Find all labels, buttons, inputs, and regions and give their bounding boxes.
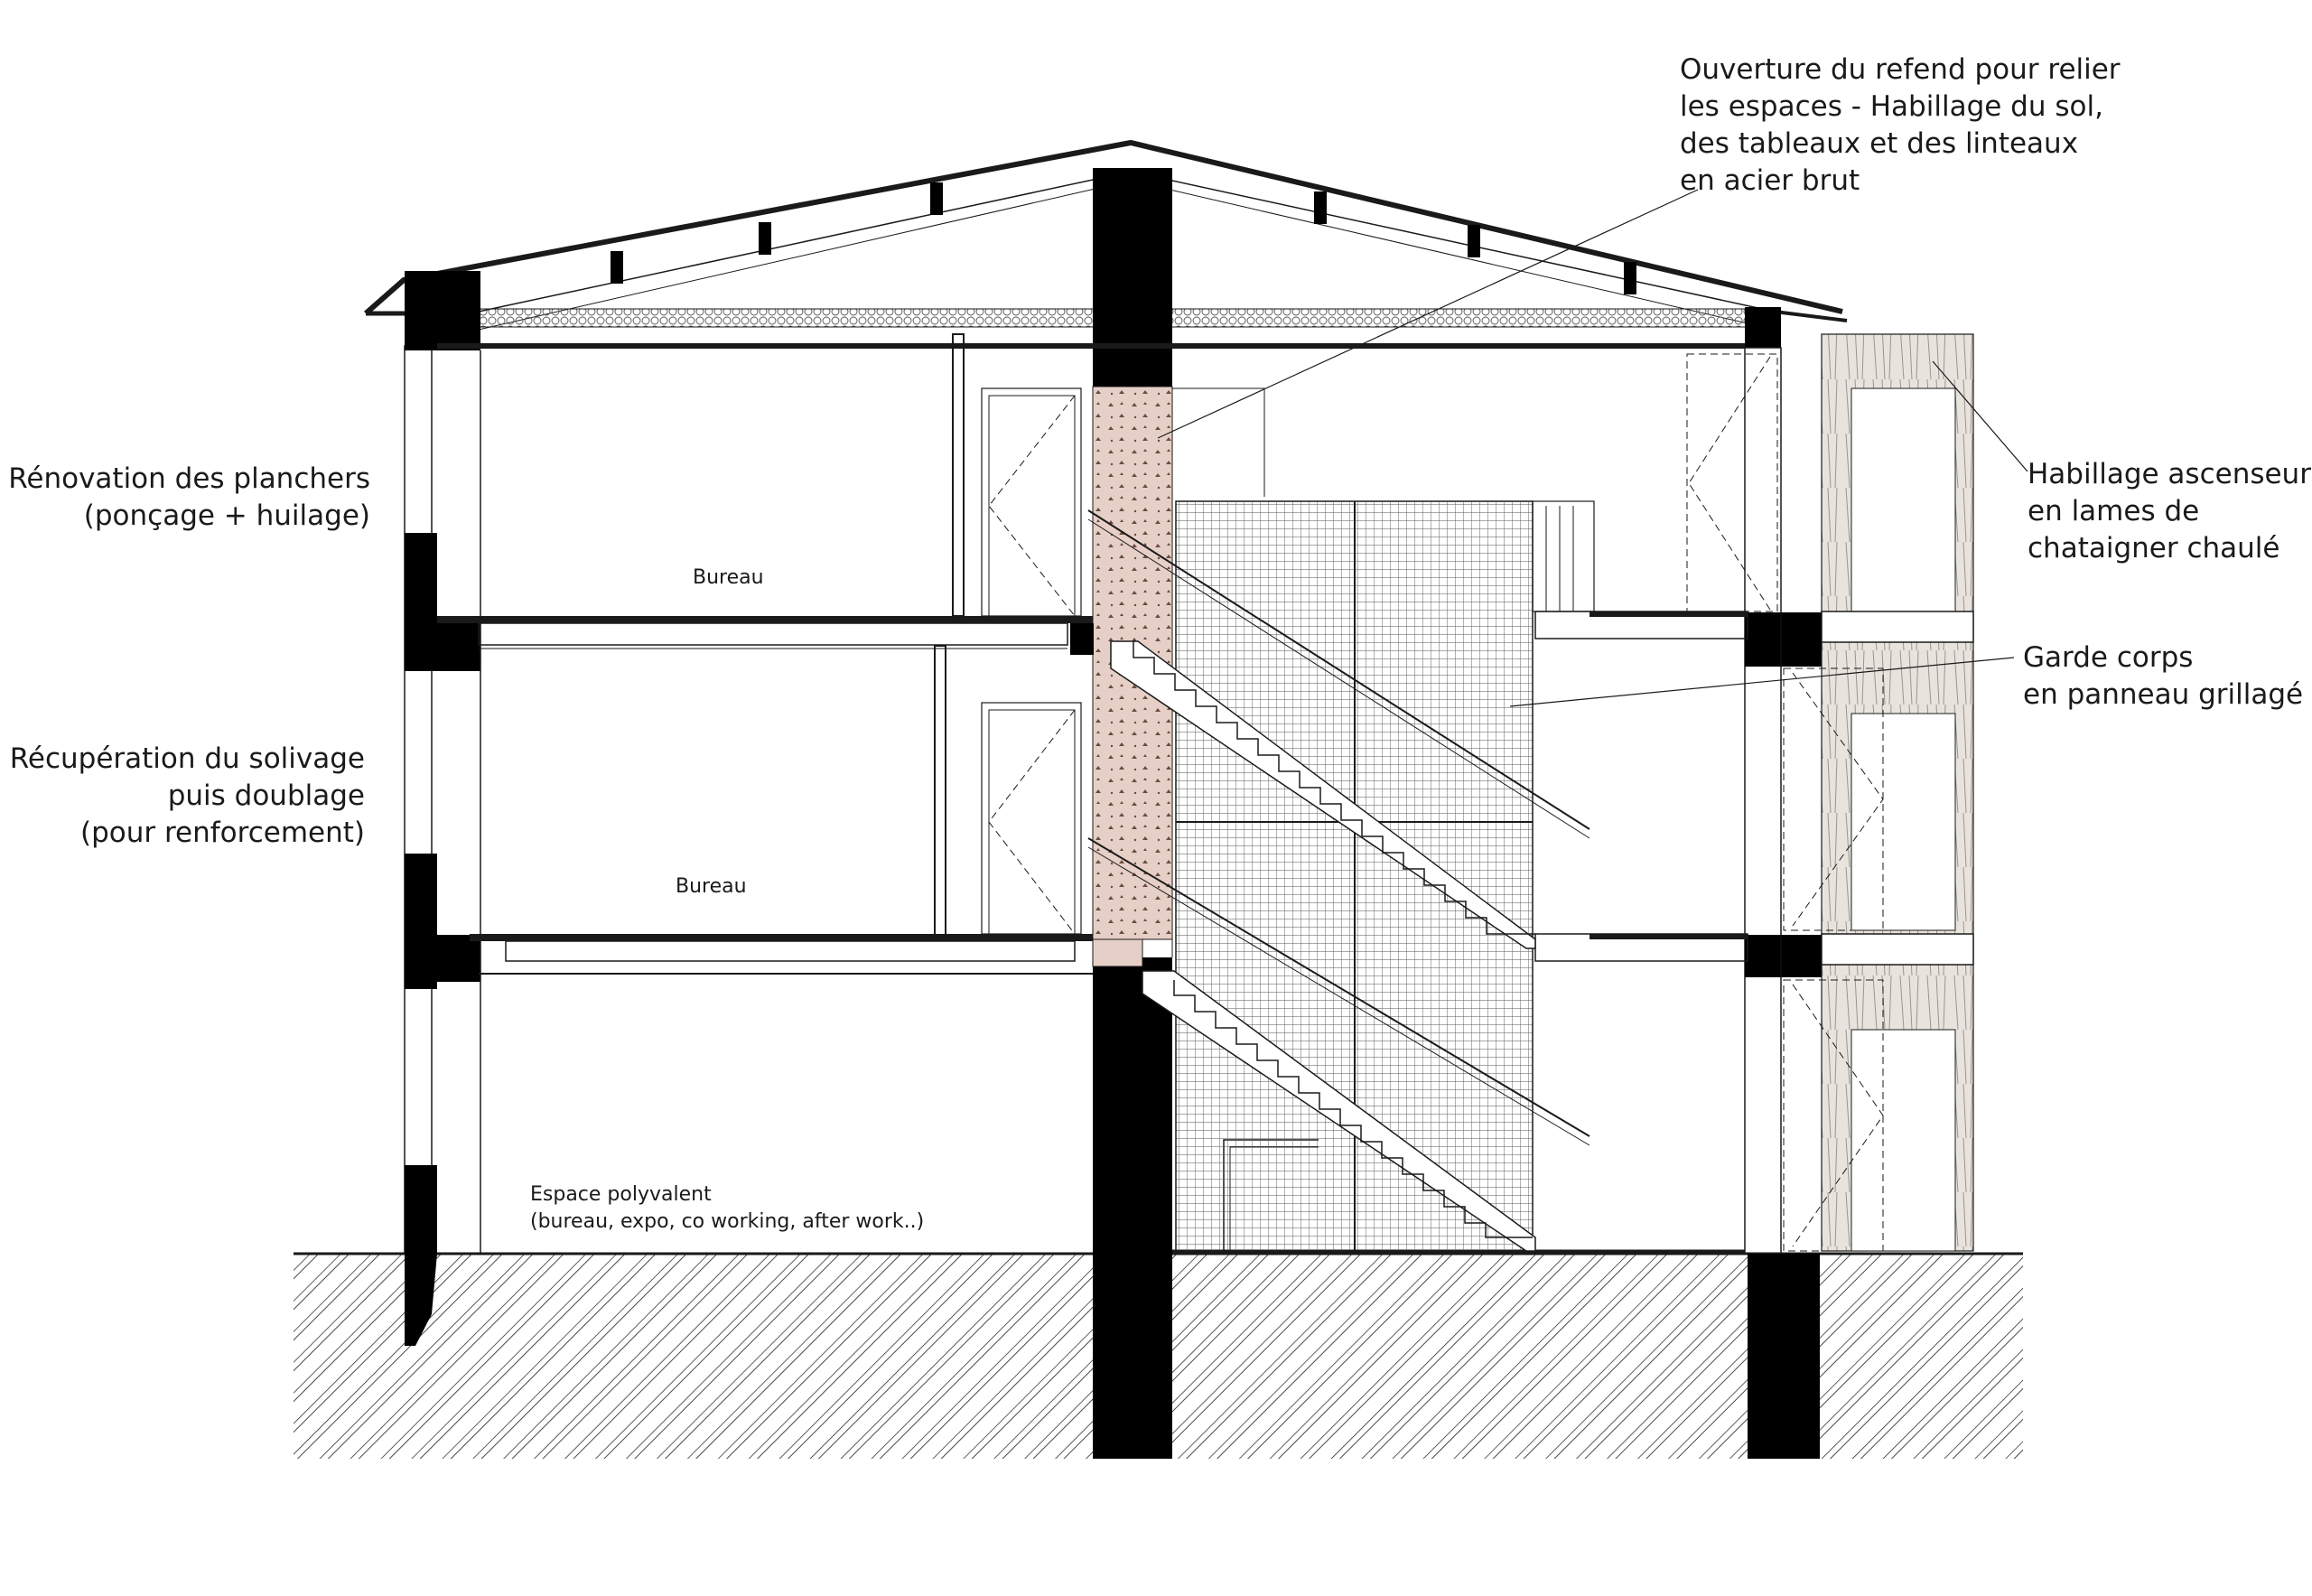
annotation-guardrail: Garde corps en panneau grillagé [2023,641,2304,711]
room-label-office-middle: Bureau [676,875,747,898]
elevator-shaft [1783,333,1974,1252]
annotation-joist-recovery: Récupération du solivage puis doublage (… [9,742,365,849]
stairs [1087,509,1590,1252]
annotation-wall-opening: Ouverture du refend pour relier les espa… [1680,53,2121,197]
room-label-office-upper: Bureau [693,566,764,589]
left-wall [404,271,481,1346]
leader-lines [1157,189,2028,707]
annotation-floor-renovation: Rénovation des planchers (ponçage + huil… [8,462,370,532]
room-label-ground-floor: Espace polyvalent (bureau, expo, co work… [530,1183,925,1233]
annotation-elevator-cladding: Habillage ascenseur en lames de chataign… [2028,458,2311,565]
right-wall [1744,307,1822,1459]
